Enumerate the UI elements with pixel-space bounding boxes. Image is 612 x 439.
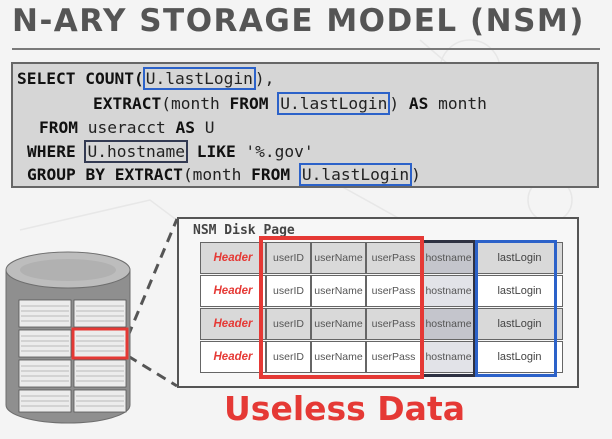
userid-cell: userID (266, 242, 311, 274)
header-cell: Header (200, 242, 266, 274)
database-disk-icon (5, 218, 179, 424)
username-cell: userName (311, 308, 366, 340)
useless-columns-highlight (259, 236, 424, 379)
sql-line-4: WHERE U.hostname LIKE '%.gov' (27, 140, 314, 163)
tuple-row: Header userID userName userPass hostname… (200, 308, 563, 340)
sql-keyword: FROM (251, 165, 291, 184)
lastlogin-cell: lastLogin (476, 242, 563, 274)
userid-cell: userID (266, 308, 311, 340)
sql-keyword: AS (175, 118, 195, 137)
title-divider (12, 48, 600, 50)
disk-page-label: NSM Disk Page (193, 223, 295, 238)
lastlogin-cell: lastLogin (476, 341, 563, 373)
header-cell: Header (200, 275, 266, 307)
userpass-cell: userPass (366, 275, 421, 307)
hostname-cell: hostname (421, 341, 476, 373)
sql-keyword: AS (408, 94, 429, 113)
sql-text: ) (389, 94, 409, 113)
sql-text: ), (254, 69, 275, 88)
sql-keyword: EXTRACT (93, 94, 162, 113)
username-cell: userName (311, 275, 366, 307)
zoom-line-bottom (127, 354, 178, 388)
sql-keyword: WHERE (27, 142, 76, 161)
sql-text: ) (411, 165, 421, 184)
sql-text: useracct (77, 118, 176, 137)
sql-keyword: SELECT COUNT( (17, 69, 144, 88)
sql-text: month (428, 94, 487, 113)
highlighted-page (71, 327, 129, 360)
userpass-cell: userPass (366, 308, 421, 340)
username-cell: userName (311, 341, 366, 373)
sql-line-5: GROUP BY EXTRACT(month FROM U.lastLogin) (27, 163, 421, 186)
sql-line-2: EXTRACT(month FROM U.lastLogin) AS month (93, 92, 487, 115)
userid-cell: userID (266, 341, 311, 373)
zoom-line-top (126, 218, 179, 337)
header-cell: Header (200, 341, 266, 373)
sql-keyword: LIKE (196, 142, 236, 161)
username-cell: userName (311, 242, 366, 274)
useless-data-caption: Useless Data (224, 389, 465, 428)
tuple-row: Header userID userName userPass hostname… (200, 341, 563, 373)
highlight-lastlogin: U.lastLogin (298, 163, 413, 186)
header-cell: Header (200, 308, 266, 340)
sql-line-1: SELECT COUNT(U.lastLogin), (17, 67, 275, 90)
hostname-column-highlight (421, 240, 476, 377)
sql-query-box: SELECT COUNT(U.lastLogin), EXTRACT(month… (11, 62, 599, 188)
tuple-row: Header userID userName userPass hostname… (200, 242, 563, 274)
highlight-hostname: U.hostname (84, 140, 188, 163)
sql-text: U (194, 118, 215, 137)
tuple-row: Header userID userName userPass hostname… (200, 275, 563, 307)
sql-line-3: FROM useracct AS U (39, 117, 214, 139)
nsm-disk-page: NSM Disk Page Header userID userName use… (177, 217, 579, 388)
page-title: N-ARY STORAGE MODEL (NSM) (12, 3, 585, 39)
highlight-lastlogin: U.lastLogin (142, 67, 256, 90)
sql-text: '%.gov' (235, 142, 314, 161)
userpass-cell: userPass (366, 341, 421, 373)
userid-cell: userID (266, 275, 311, 307)
sql-text (187, 142, 197, 161)
sql-text: (month (161, 94, 230, 113)
sql-text: (month (182, 165, 252, 184)
highlight-lastlogin: U.lastLogin (277, 92, 391, 115)
lastlogin-cell: lastLogin (476, 308, 563, 340)
lastlogin-column-highlight (475, 240, 557, 377)
sql-keyword: FROM (39, 118, 78, 137)
lastlogin-cell: lastLogin (476, 275, 563, 307)
sql-keyword: GROUP BY EXTRACT (27, 165, 183, 184)
sql-keyword: FROM (229, 94, 269, 113)
